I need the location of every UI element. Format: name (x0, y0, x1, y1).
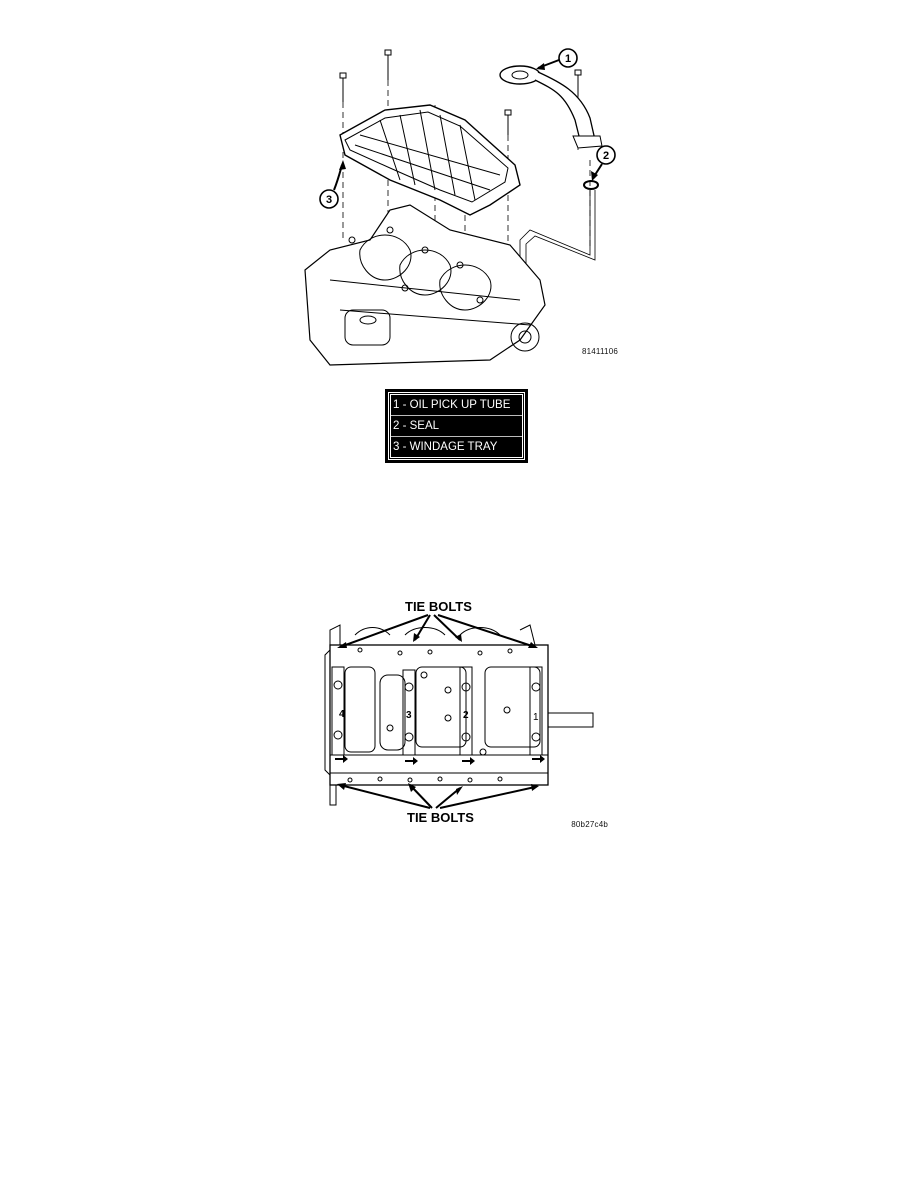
parts-legend: 1 - OIL PICK UP TUBE 2 - SEAL 3 - WINDAG… (385, 389, 528, 463)
callout-3 (319, 160, 346, 209)
windage-tray-exploded-figure: 1 2 3 81411106 (290, 40, 620, 370)
callout-1 (536, 48, 578, 70)
svg-text:3: 3 (326, 194, 332, 206)
tie-bolts-label-top: TIE BOLTS (405, 599, 472, 614)
engine-illustration: 1 2 3 (304, 48, 616, 366)
tie-bolts-label-bottom: TIE BOLTS (407, 810, 474, 825)
tie-bolts-figure: 4 3 2 1 TIE BOLTS TIE BOLTS 80b27c4b (310, 595, 610, 835)
legend-item: 3 - WINDAGE TRAY (393, 441, 498, 453)
bolt-icon (339, 49, 582, 135)
legend-item: 1 - OIL PICK UP TUBE (391, 395, 522, 416)
svg-text:3: 3 (406, 710, 412, 721)
svg-text:2: 2 (603, 150, 609, 162)
svg-text:4: 4 (339, 709, 345, 720)
svg-text:1: 1 (565, 53, 571, 65)
figure-id: 81411106 (581, 347, 618, 356)
figure-id: 80b27c4b (571, 820, 608, 829)
svg-text:2: 2 (463, 710, 469, 721)
callout-2 (591, 145, 616, 181)
svg-text:1: 1 (533, 712, 539, 723)
legend-item: 2 - SEAL (391, 416, 522, 437)
bedplate-illustration: 4 3 2 1 (324, 614, 594, 809)
